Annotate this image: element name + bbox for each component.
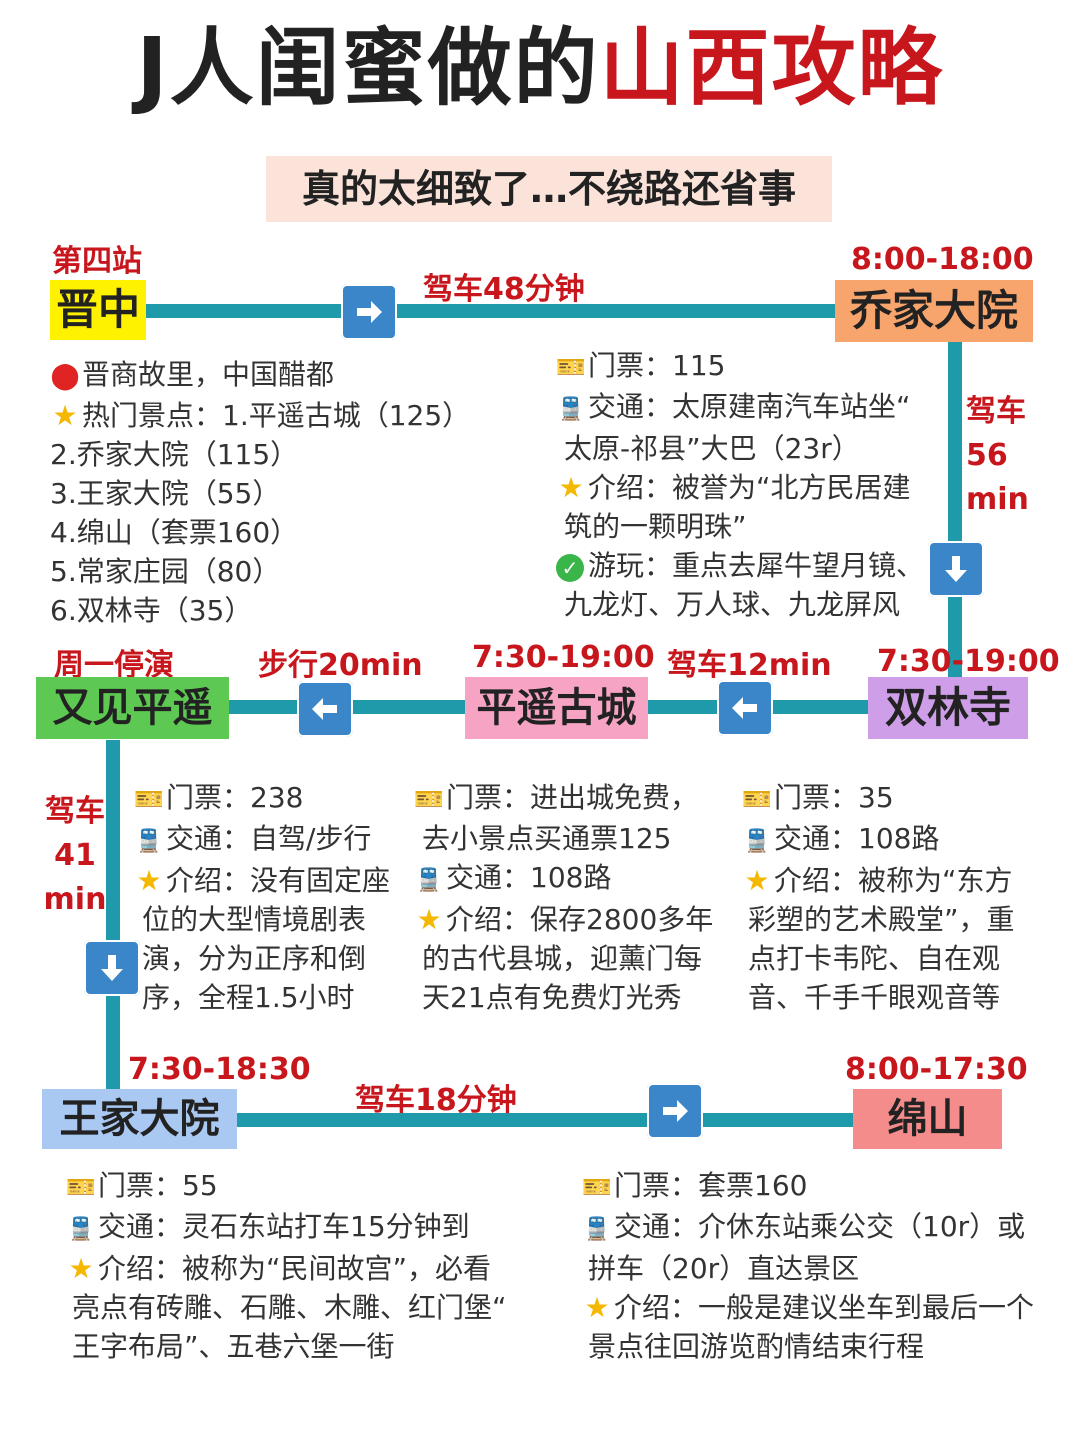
route-line-youjian-wangjia: [106, 740, 120, 1090]
title-part1: J人闺蜜做的: [136, 19, 600, 117]
ticket-icon: 🎫: [742, 785, 772, 813]
train-icon: 🚆: [135, 829, 163, 854]
route-line-wangjia-mianshan: [235, 1113, 855, 1127]
station-hours: 8:00-18:00: [851, 242, 1034, 277]
route-label: 驾车12min: [667, 648, 832, 683]
route-label-line: min: [43, 882, 107, 917]
arrow-left-icon: [297, 681, 353, 737]
info-mianshan: 🎫门票：套票160 🚆交通：介休东站乘公交（10r）或 拼车（20r）直达景区 …: [582, 1169, 1035, 1363]
station-qiaojia: 乔家大院: [835, 280, 1033, 342]
ticket-icon: 🎫: [134, 785, 164, 813]
route-label-line: 驾车: [45, 794, 105, 829]
station-hours: 7:30-19:00: [877, 644, 1060, 679]
train-icon: 🚆: [557, 397, 585, 422]
ticket-icon: 🎫: [556, 353, 586, 381]
title-part2: 山西攻略: [599, 19, 944, 117]
route-label: 步行20min: [258, 648, 423, 683]
star-icon: ★: [558, 471, 584, 504]
station-tag: 第四站: [52, 244, 142, 279]
station-jinzhong: 晋中: [50, 280, 146, 340]
route-label-line: 驾车: [966, 394, 1026, 429]
route-label: 驾车 41 min: [42, 790, 108, 922]
route-label-line: min: [966, 482, 1029, 517]
info-pingyao: 🎫门票：进出城免费， 去小景点买通票125 🚆交通：108路 ★介绍：保存280…: [414, 781, 714, 1014]
route-line-jinzhong-qiaojia: [140, 304, 840, 318]
info-jinzhong: ⬤晋商故里，中国醋都 ★热门景点：1.平遥古城（125） 2.乔家大院（115）…: [50, 358, 471, 627]
info-youjian: 🎫门票：238 🚆交通：自驾/步行 ★介绍：没有固定座 位的大型情境剧表 演，分…: [134, 781, 391, 1014]
train-icon: 🚆: [67, 1217, 95, 1242]
route-label-line: 56: [966, 438, 1008, 473]
station-hours: 8:00-17:30: [845, 1052, 1028, 1087]
route-label: 驾车48分钟: [423, 272, 585, 307]
train-icon: 🚆: [415, 868, 443, 893]
arrow-left-icon: [717, 680, 773, 736]
station-youjian: 又见平遥: [36, 677, 229, 739]
ticket-icon: 🎫: [582, 1173, 612, 1201]
route-label: 驾车 56 min: [966, 390, 1029, 522]
page-title: J人闺蜜做的山西攻略: [0, 22, 1080, 114]
station-shuanglin: 双林寺: [868, 677, 1028, 739]
star-icon: ★: [416, 903, 442, 936]
star-icon: ★: [52, 399, 78, 432]
train-icon: 🚆: [743, 829, 771, 854]
ticket-icon: 🎫: [414, 785, 444, 813]
info-wangjia: 🎫门票：55 🚆交通：灵石东站打车15分钟到 ★介绍：被称为“民间故宫”，必看 …: [66, 1169, 507, 1363]
train-icon: 🚆: [583, 1217, 611, 1242]
star-icon: ★: [68, 1252, 94, 1285]
star-icon: ★: [744, 864, 770, 897]
arrow-right-icon: [647, 1083, 703, 1139]
station-mianshan: 绵山: [853, 1089, 1002, 1149]
subtitle: 真的太细致了…不绕路还省事: [266, 156, 832, 222]
info-shuanglin: 🎫门票：35 🚆交通：108路 ★介绍：被称为“东方 彩塑的艺术殿堂”，重 点打…: [742, 781, 1015, 1014]
pin-icon: ⬤: [50, 361, 80, 391]
station-wangjia: 王家大院: [42, 1089, 237, 1149]
station-pingyao: 平遥古城: [465, 677, 648, 739]
route-label-line: 41: [54, 838, 96, 873]
arrow-down-icon: [84, 940, 140, 996]
station-hours: 7:30-18:30: [128, 1052, 311, 1087]
route-line-qiaojia-shuanglin: [948, 340, 962, 680]
check-icon: ✓: [556, 554, 584, 582]
star-icon: ★: [136, 864, 162, 897]
route-label: 驾车18分钟: [355, 1083, 517, 1118]
arrow-right-icon: [341, 284, 397, 340]
ticket-icon: 🎫: [66, 1173, 96, 1201]
info-qiaojia: 🎫门票：115 🚆交通：太原建南汽车站坐“ 太原-祁县”大巴（23r） ★介绍：…: [556, 349, 925, 621]
station-hours: 7:30-19:00: [472, 640, 655, 675]
arrow-down-icon: [928, 541, 984, 597]
star-icon: ★: [584, 1291, 610, 1324]
